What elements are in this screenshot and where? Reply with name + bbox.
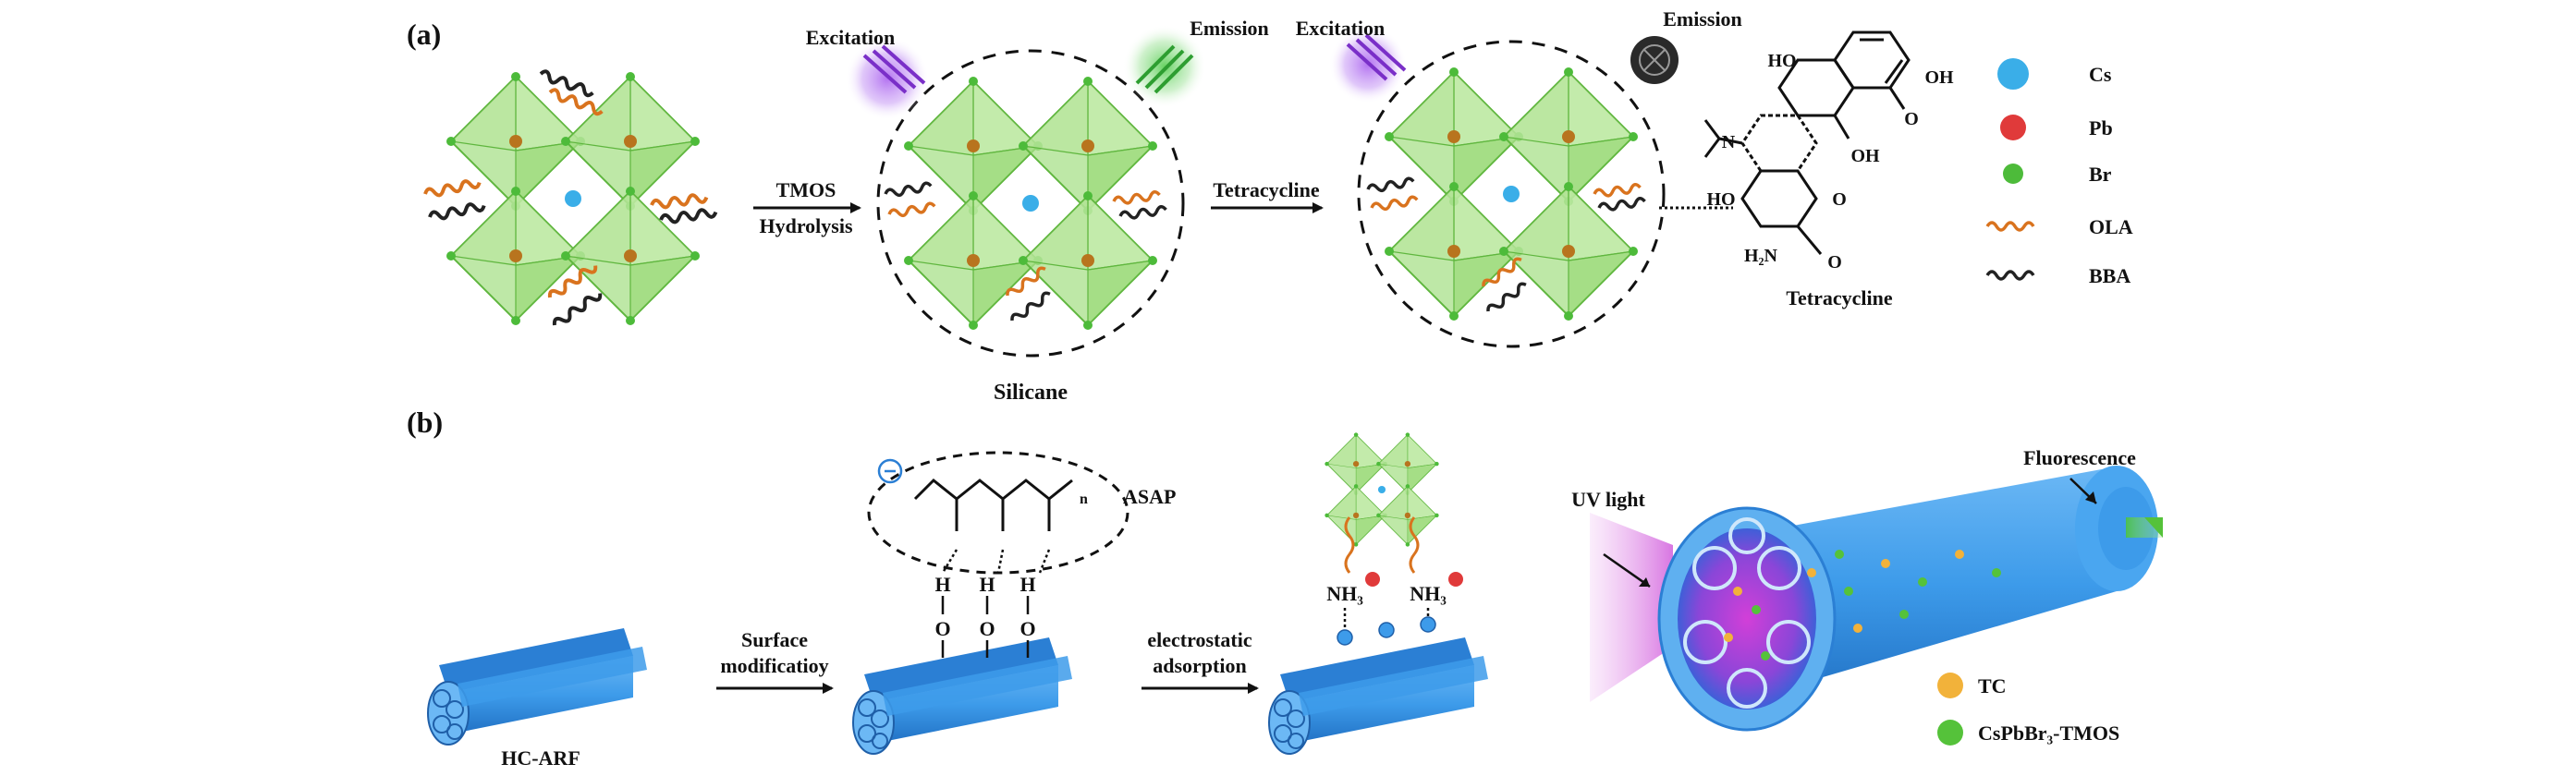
- b-step2-line2: adsorption: [1153, 654, 1246, 677]
- mol-o-bottom: O: [1832, 189, 1847, 210]
- excitation-glow-2: Excitation: [1296, 17, 1407, 103]
- step1-line2: Hydrolysis: [759, 214, 853, 237]
- legend-bba: BBA: [2089, 264, 2130, 287]
- b-step2-line1: electrostatic: [1147, 628, 1251, 651]
- excitation-label-1: Excitation: [806, 26, 896, 49]
- hydroxyl-o-2: O: [979, 617, 995, 640]
- emission-label-1: Emission: [1190, 17, 1269, 40]
- perovskite-crystal-initial: [422, 67, 719, 331]
- panel-a-label: (a): [407, 18, 441, 51]
- b-step1-line1: Surface: [741, 628, 808, 651]
- panel-b: (b) HC-ARF Surface modificatioy n ASAP: [407, 406, 2163, 770]
- mol-ho-left: HO: [1706, 189, 1735, 210]
- panel-a: (a) TMOS Hydrolysis: [407, 7, 2133, 405]
- mol-n-group: N: [1722, 132, 1736, 152]
- uv-label: UV light: [1571, 488, 1645, 511]
- arrow-electrostatic-adsorption: electrostatic adsorption: [1141, 628, 1259, 694]
- sensing-fiber: UV light: [1571, 446, 2163, 732]
- panel-b-legend: TC CsPbBr₃-TMOS: [1937, 673, 2119, 746]
- excitation-label-2: Excitation: [1296, 17, 1386, 40]
- fiber-bare: HC-ARF: [427, 627, 648, 770]
- mol-oh-top-left: HO: [1767, 51, 1796, 71]
- mol-amide-o: O: [1827, 252, 1842, 273]
- tc-swatch: [1937, 673, 1963, 698]
- hydroxyl-o-1: O: [934, 617, 950, 640]
- silicane-coated-crystal: Silicane: [876, 49, 1185, 405]
- legend-perovskite: CsPbBr₃-TMOS: [1978, 721, 2119, 745]
- pb-swatch: [2000, 115, 2026, 140]
- excitation-glow-1: Excitation: [806, 26, 929, 120]
- arrow-tetracycline: Tetracycline: [1211, 178, 1324, 213]
- mol-o-mid: O: [1904, 109, 1919, 129]
- fluorescence-label: Fluorescence: [2023, 446, 2136, 469]
- polymer-label: ASAP: [1123, 485, 1176, 508]
- arrow-surface-modification: Surface modificatioy: [716, 628, 834, 694]
- emission-quenched: Emission: [1630, 7, 1742, 84]
- hydroxyl-h-1: H: [934, 573, 950, 596]
- panel-a-legend: Cs Pb Br OLA BBA: [1985, 58, 2133, 287]
- legend-ola: OLA: [2089, 215, 2133, 238]
- mol-amide: H₂N: [1744, 246, 1778, 266]
- emission-label-2: Emission: [1663, 7, 1742, 30]
- emission-glow-1: Emission: [1123, 17, 1269, 108]
- particles: [1724, 550, 2001, 661]
- mol-oh-mid: OH: [1850, 146, 1880, 166]
- b-step1-line2: modificatioy: [720, 654, 828, 677]
- fiber-perovskite: NH₃ NH₃: [1268, 432, 1489, 755]
- panel-b-label: (b): [407, 406, 443, 439]
- tetracycline-labels: HO OH O OH N HO O H₂N O Tetracycline: [1706, 51, 1954, 309]
- step1-line1: TMOS: [776, 178, 836, 201]
- negative-charge-icon: [877, 458, 903, 484]
- silicane-label: Silicane: [994, 381, 1068, 405]
- amine-label-2: NH₃: [1410, 582, 1447, 605]
- perovskite-swatch: [1937, 720, 1963, 746]
- legend-pb: Pb: [2089, 116, 2113, 139]
- ola-swatch: [1985, 221, 2035, 232]
- legend-tc: TC: [1978, 674, 2007, 697]
- tetracycline-structure: [1703, 30, 1911, 255]
- legend-cs: Cs: [2089, 63, 2112, 86]
- legend-br: Br: [2089, 163, 2112, 186]
- br-swatch: [2003, 164, 2023, 184]
- mol-oh-top-right: OH: [1924, 67, 1954, 88]
- subscript-n: n: [1080, 491, 1088, 507]
- bba-swatch: [1985, 270, 2035, 281]
- arrow-tmos-hydrolysis: TMOS Hydrolysis: [753, 178, 861, 237]
- cs-swatch: [1997, 58, 2029, 90]
- step2-label: Tetracycline: [1213, 178, 1319, 201]
- quenched-crystal: [1357, 40, 1733, 348]
- hydroxyl-h-2: H: [979, 573, 995, 596]
- tetracycline-name: Tetracycline: [1786, 286, 1892, 309]
- fiber-asap: n ASAP H H H O O O: [852, 451, 1176, 755]
- hydroxyl-o-3: O: [1019, 617, 1035, 640]
- hydroxyl-h-3: H: [1019, 573, 1035, 596]
- fiber-label: HC-ARF: [501, 746, 580, 770]
- amine-label-1: NH₃: [1326, 582, 1363, 605]
